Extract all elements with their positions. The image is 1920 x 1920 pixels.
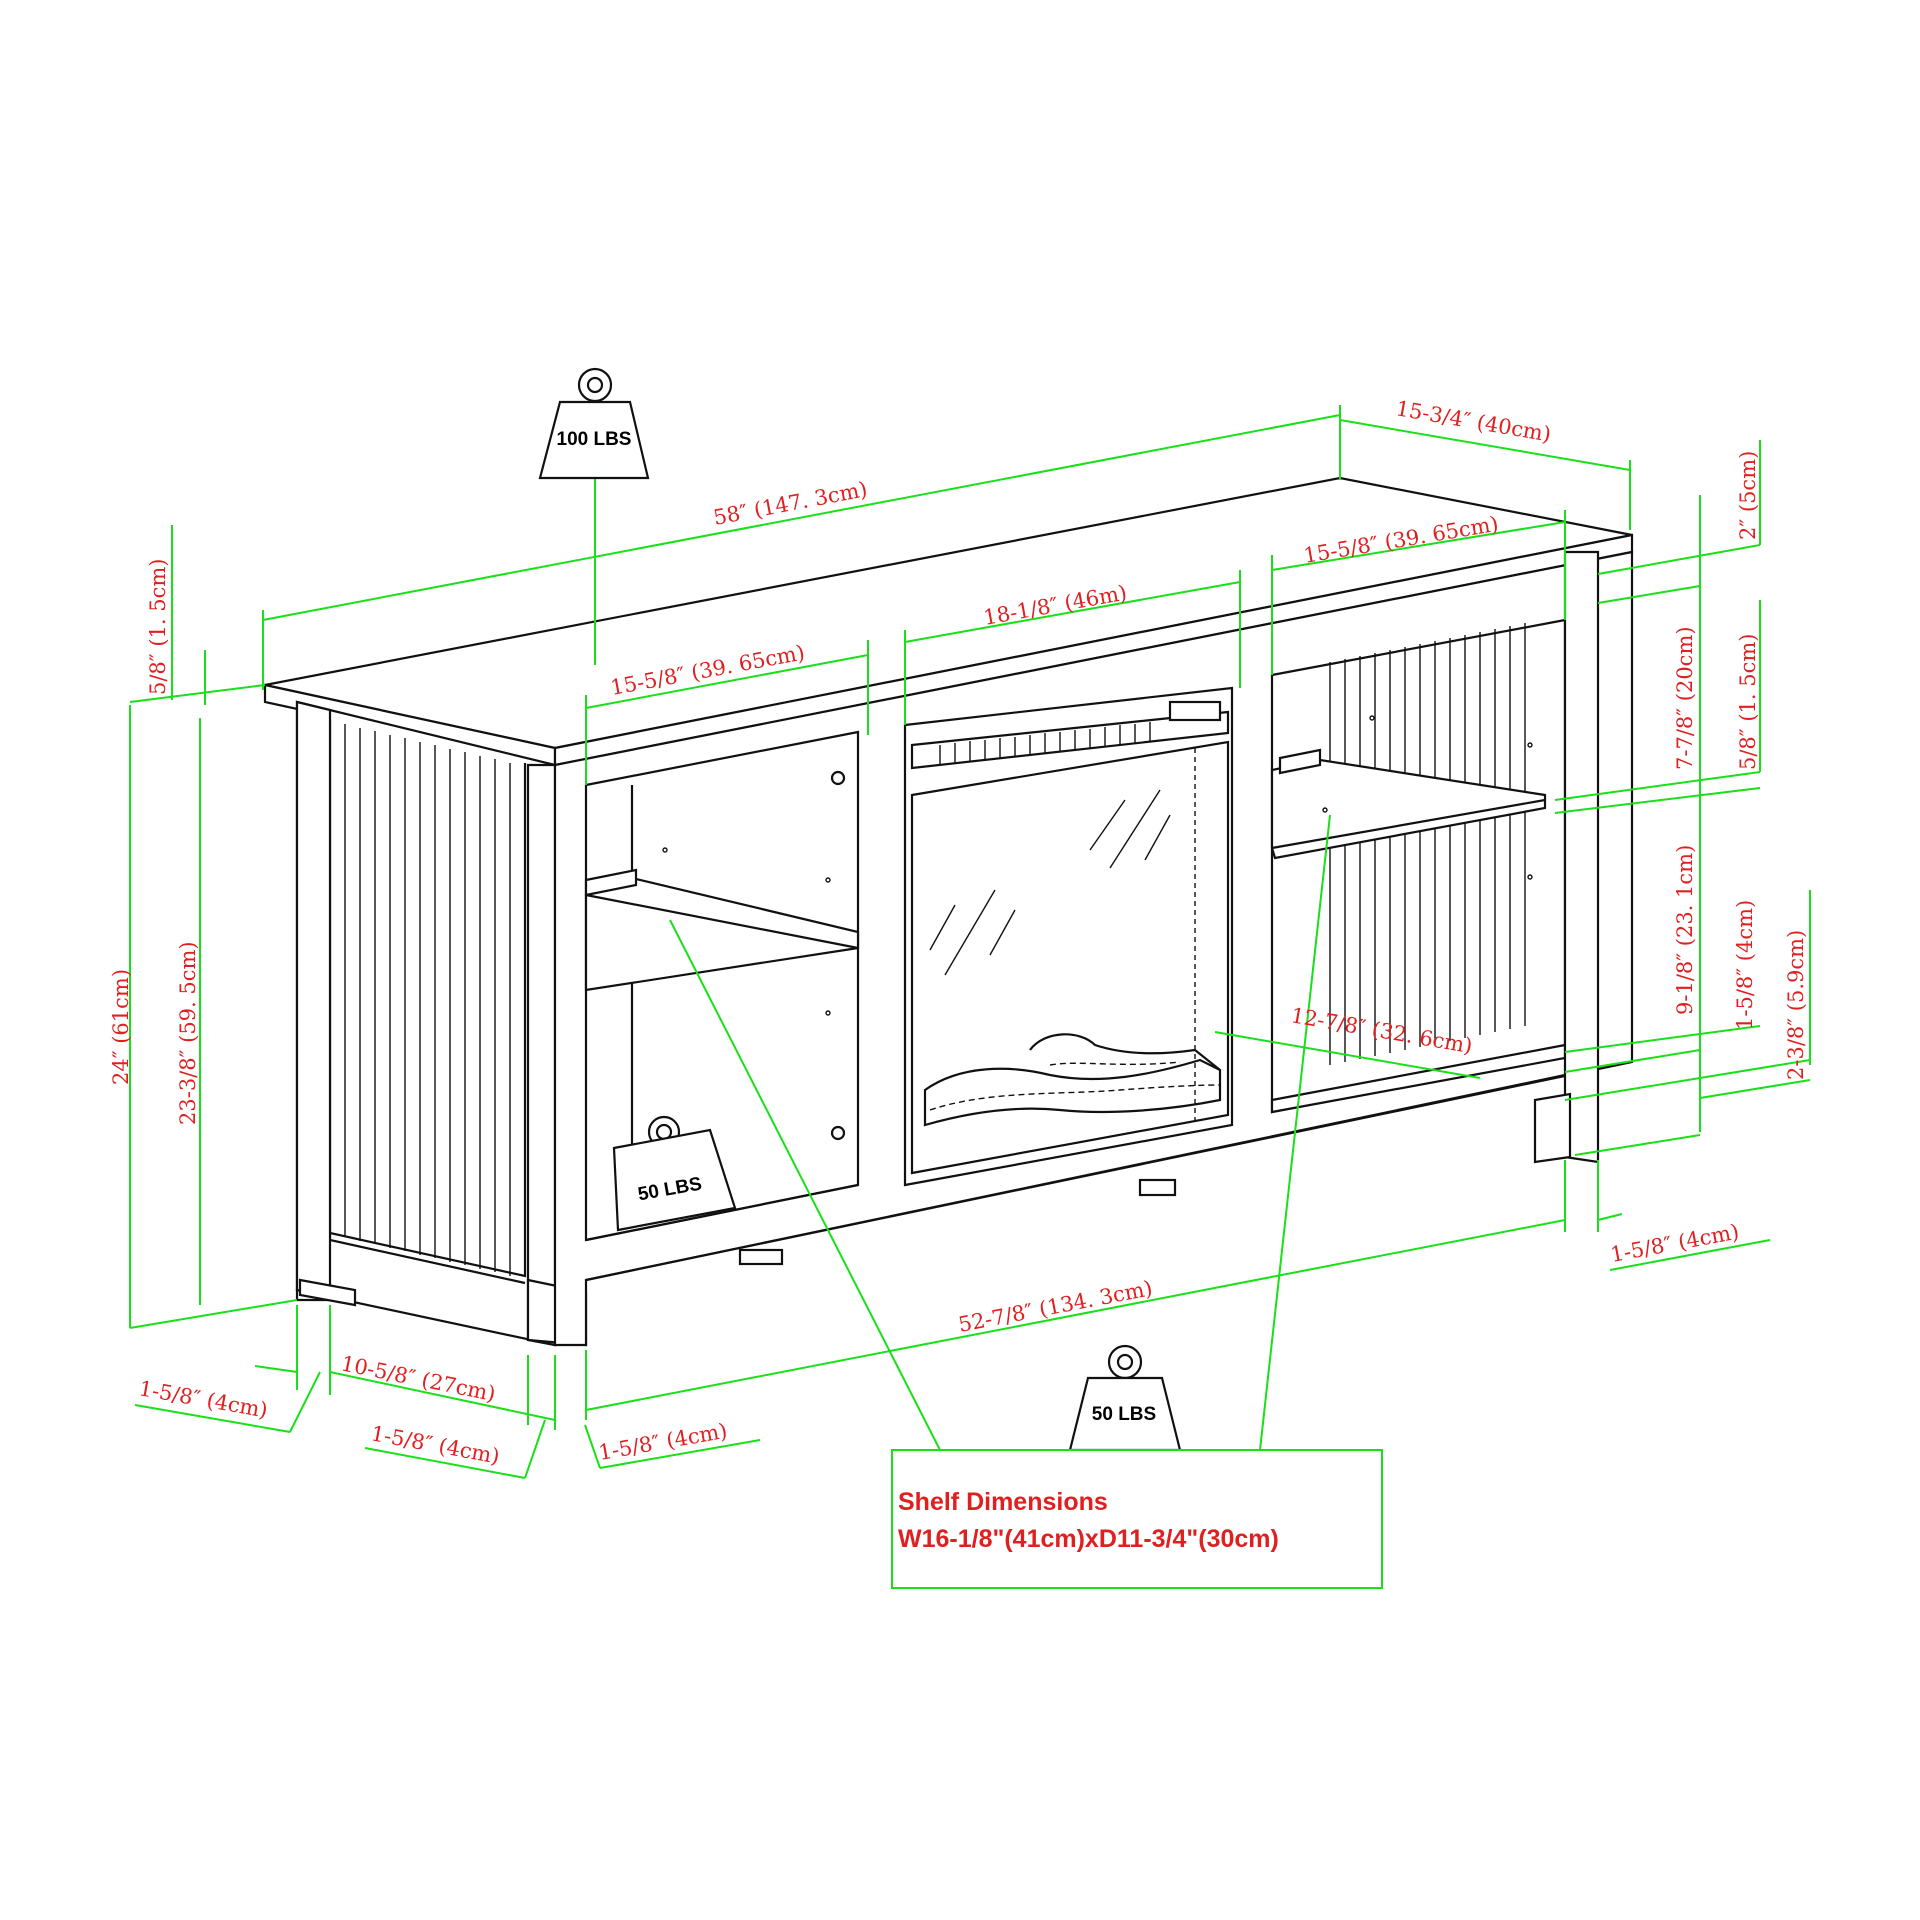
- overall-height-label: 24″ (61cm): [109, 969, 133, 1085]
- fireplace-foot: [1138, 1178, 1177, 1197]
- right-leg-foot: [1533, 1092, 1572, 1164]
- weight-shelf: 50 LBS: [1068, 1344, 1182, 1452]
- right-shelf-thickness-label: 5/8″ (1. 5cm): [1736, 634, 1760, 770]
- leg-height-label: 2-3/8″ (5.9cm): [1784, 930, 1808, 1080]
- left-leg-foot: [298, 1278, 357, 1307]
- bottom-shelf-thickness-label: 1-5/8″ (4cm): [1733, 900, 1757, 1030]
- center-foot: [738, 1248, 784, 1266]
- weight-bottom-shelf: 50 LBS: [612, 1115, 737, 1232]
- shelf-dimensions-box: Shelf Dimensions W16-1/8"(41cm)xD11-3/4"…: [891, 1449, 1383, 1589]
- right-top-gap-label: 2″ (5cm): [1736, 451, 1760, 540]
- right-shelf-back-lip: [1278, 748, 1322, 775]
- right-shelf: [1270, 758, 1547, 860]
- shelf-dimensions-title: Shelf Dimensions: [898, 1488, 1108, 1516]
- shelf-dimensions-value: W16-1/8"(41cm)xD11-3/4"(30cm): [898, 1525, 1279, 1553]
- weight-shelf-label: 50 LBS: [1092, 1404, 1156, 1425]
- right-back-slats: [1329, 623, 1526, 1065]
- right-upper-opening-label: 7-7/8″ (20cm): [1673, 626, 1697, 770]
- fireplace-control-panel: [1168, 700, 1222, 722]
- weight-icon: [538, 400, 650, 480]
- overall-width-label: 58″ (147. 3cm): [711, 477, 869, 530]
- dimension-lines: [129, 405, 1811, 1479]
- right-leg-width-label: 1-5/8″ (4cm): [1609, 1220, 1741, 1267]
- fireplace-glass: [910, 740, 1230, 1175]
- left-side-panel: [295, 700, 557, 1347]
- inner-height-label: 23-3/8″ (59. 5cm): [176, 941, 200, 1125]
- weight-ring-icon: [1107, 1344, 1143, 1380]
- base-width-label: 52-7/8″ (134. 3cm): [956, 1276, 1154, 1337]
- weight-top: 100 LBS: [538, 367, 650, 480]
- weight-icon: [612, 1128, 737, 1232]
- weight-ring-icon: [577, 367, 613, 403]
- left-side-slats: [329, 720, 511, 1276]
- right-lower-opening-label: 9-1/8″ (23. 1cm): [1673, 845, 1697, 1015]
- fireplace-glass-reflections: [929, 789, 1171, 976]
- top-thickness-label: 5/8″ (1. 5cm): [146, 559, 170, 695]
- fireplace-vent-slots: [939, 722, 1151, 765]
- left-leg-width-label: 1-5/8″ (4cm): [137, 1376, 269, 1422]
- left-shelf-back-lip: [584, 868, 638, 897]
- left-front-leg: [295, 700, 332, 1300]
- tv-stand-drawing: [263, 476, 1634, 1347]
- fireplace-vent: [910, 710, 1230, 770]
- weight-top-label: 100 LBS: [557, 429, 632, 450]
- fireplace-logs: [923, 1033, 1222, 1127]
- depth-label: 15-3/4″ (40cm): [1394, 396, 1553, 446]
- left-front-corner-leg: [526, 763, 557, 1347]
- side-panel-width-label: 10-5/8″ (27cm): [339, 1351, 498, 1406]
